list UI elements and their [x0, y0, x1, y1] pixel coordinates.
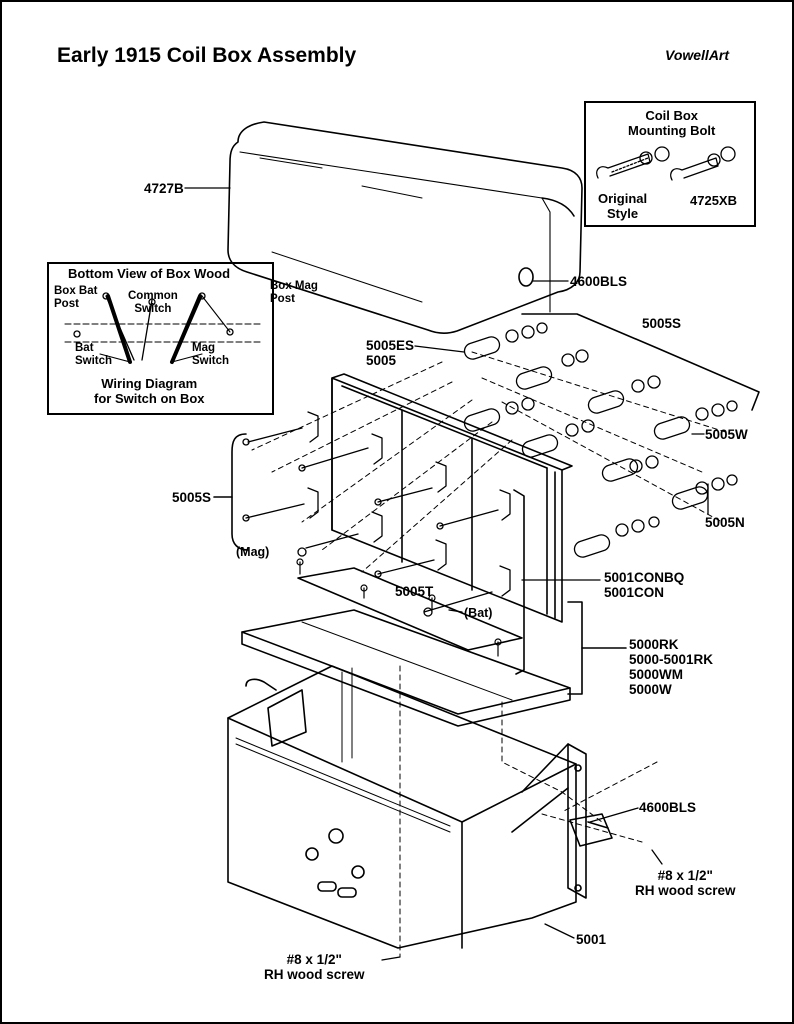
- screw-side-part-label: #8 x 1/2"RH wood screw: [635, 868, 736, 899]
- assembly-dashed-lines: [251, 351, 733, 958]
- back-wood-panel: [331, 373, 573, 623]
- mounting-bolt-artwork: [596, 146, 736, 181]
- rods-right-part-label: 5005S: [642, 316, 682, 331]
- coil-box-lid: [227, 121, 583, 334]
- washer-part-label: 5005W: [705, 427, 748, 442]
- coil-box-body: [227, 665, 577, 949]
- replacement-bolt-label: 4725XB: [690, 193, 737, 208]
- latch-top-part-label: 4600BLS: [570, 274, 628, 289]
- body-left-bracket: [245, 678, 307, 747]
- leader-lines: [184, 187, 709, 961]
- contact-springs: [307, 411, 511, 597]
- artist-credit: VowellArt: [665, 47, 730, 63]
- terminal-part-label: 5005T: [395, 584, 434, 599]
- bottom-view-heading: Bottom View of Box Wood: [68, 266, 231, 281]
- bottom-view-artwork: [64, 292, 263, 364]
- switch-strip: [297, 567, 523, 651]
- spacers-and-nuts: [463, 322, 738, 558]
- mounting-bolt-inset: [584, 101, 756, 227]
- rods-bracket-right: [521, 313, 760, 411]
- body-side-bracket: [511, 743, 587, 899]
- wood-kit-bracket: [567, 601, 627, 695]
- lid-latch-catch: [518, 267, 534, 287]
- diagram-title: Early 1915 Coil Box Assembly: [57, 44, 357, 67]
- side-latch: [569, 813, 613, 847]
- box-part-label: 5001: [576, 932, 607, 947]
- latch-side-part-label: 4600BLS: [639, 800, 697, 815]
- bottom-view-inset: [47, 262, 274, 415]
- mag-tag-label: (Mag): [236, 545, 270, 559]
- rods-bracket-left: [213, 433, 249, 551]
- small-screws: [296, 558, 502, 657]
- base-wood-board: [241, 609, 571, 727]
- long-bolts: [242, 427, 499, 617]
- screw-bottom-part-label: #8 x 1/2"RH wood screw: [264, 952, 365, 983]
- lid-part-label: 4727B: [144, 181, 184, 196]
- bat-tag-label: (Bat): [464, 606, 493, 620]
- rods-left-part-label: 5005S: [172, 490, 212, 505]
- nut-part-label: 5005N: [705, 515, 745, 530]
- contacts-bracket: [513, 489, 525, 675]
